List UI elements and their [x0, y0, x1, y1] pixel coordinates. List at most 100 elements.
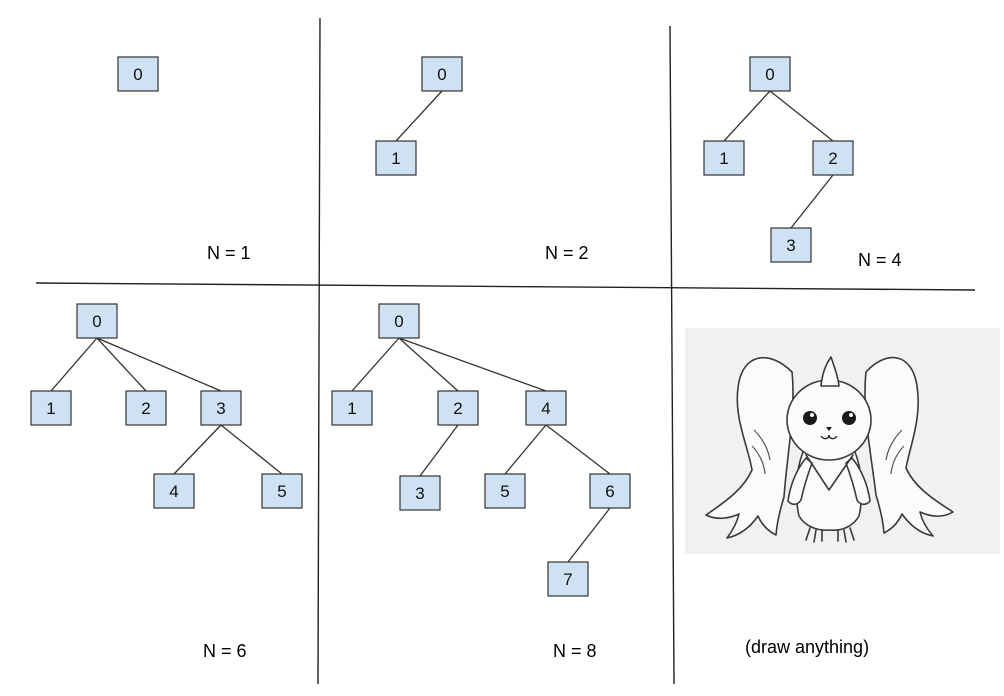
tree-panel-n2: 01 — [375, 56, 463, 176]
divider-vertical-right — [669, 25, 675, 685]
head — [786, 379, 872, 461]
tree-node-box — [153, 473, 195, 509]
tree-node: 2 — [437, 390, 479, 426]
tree-node: 2 — [125, 390, 167, 426]
tree-node-box — [770, 227, 812, 263]
right-foot — [837, 527, 855, 543]
tree-edge-4-6 — [545, 424, 611, 475]
panel-dividers — [35, 17, 976, 685]
tree-node: 1 — [703, 140, 745, 176]
tree-node-label: 6 — [605, 482, 614, 501]
tree-node-box — [589, 473, 631, 509]
tree-edge-3-4 — [173, 424, 222, 475]
caption-draw-anything: (draw anything) — [745, 637, 869, 657]
tree-node: 4 — [153, 473, 195, 509]
left-eye — [803, 411, 817, 425]
tree-node: 0 — [378, 303, 420, 339]
tree-node-box — [812, 140, 854, 176]
tree-node-box — [484, 473, 526, 509]
tree-node: 5 — [261, 473, 303, 509]
tree-edge-4-5 — [504, 424, 547, 475]
tree-node-label: 1 — [719, 149, 728, 168]
tree-node-box — [375, 140, 417, 176]
collar — [805, 454, 854, 491]
tree-panel-n8: 0 1 2 3 4 5 6 7 — [331, 303, 631, 597]
right-arm — [845, 457, 871, 506]
tree-edge-3-5 — [220, 424, 283, 475]
tree-edge-2-3 — [790, 174, 834, 229]
caption-n2: N = 2 — [545, 243, 589, 263]
left-foot — [805, 527, 823, 543]
tree-node-label: 2 — [828, 149, 837, 168]
nose — [826, 427, 832, 431]
tree-node: 2 — [812, 140, 854, 176]
tree-node: 1 — [30, 390, 72, 426]
tree-node-label: 0 — [437, 65, 446, 84]
tree-node: 1 — [331, 390, 373, 426]
tree-node: 5 — [484, 473, 526, 509]
tree-node-label: 0 — [133, 65, 142, 84]
tree-edge-0-2 — [96, 337, 147, 392]
tree-edge-2-3 — [419, 424, 459, 477]
tree-node-label: 0 — [765, 65, 774, 84]
tree-node-label: 4 — [541, 399, 550, 418]
tree-node: 1 — [375, 140, 417, 176]
tree-node-label: 1 — [391, 149, 400, 168]
mouth — [820, 434, 838, 440]
tree-panel-n1: 0 — [117, 56, 159, 92]
tree-node-box — [76, 303, 118, 339]
tree-node-box — [547, 561, 589, 597]
tree-edge-0-4 — [398, 337, 547, 392]
tree-edge-0-1 — [395, 90, 443, 142]
tree-node-label: 3 — [786, 236, 795, 255]
tree-node-label: 0 — [92, 312, 101, 331]
tree-edge-0-1 — [723, 90, 771, 142]
caption-n6: N = 6 — [203, 641, 247, 661]
tree-node-label: 2 — [453, 399, 462, 418]
divider-vertical-left — [317, 17, 321, 685]
tree-node-box — [749, 56, 791, 92]
tree-node-label: 5 — [500, 482, 509, 501]
caption-n1: N = 1 — [207, 243, 251, 263]
tree-node-box — [261, 473, 303, 509]
tree-node-box — [30, 390, 72, 426]
tree-node-box — [117, 56, 159, 92]
tree-node-box — [525, 390, 567, 426]
tree-node-label: 1 — [347, 399, 356, 418]
tree-node-box — [399, 475, 441, 511]
sketch-creature-drawing — [685, 328, 1000, 554]
tree-node: 6 — [589, 473, 631, 509]
tree-edge-0-3 — [96, 337, 222, 392]
tree-node-box — [421, 56, 463, 92]
tree-edge-6-7 — [567, 507, 611, 563]
tree-node-box — [200, 390, 242, 426]
tree-node-label: 5 — [277, 482, 286, 501]
tree-node: 7 — [547, 561, 589, 597]
tree-edge-0-1 — [50, 337, 98, 392]
caption-n8: N = 8 — [553, 641, 597, 661]
tree-node-label: 0 — [394, 312, 403, 331]
tree-panel-n6: 0 1 2 3 4 5 — [30, 303, 303, 509]
tree-node-box — [378, 303, 420, 339]
tree-node: 3 — [200, 390, 242, 426]
tree-edge-0-2 — [398, 337, 459, 392]
divider-horizontal — [35, 282, 976, 291]
tree-node-label: 2 — [141, 399, 150, 418]
tree-node-label: 4 — [169, 482, 178, 501]
tree-node: 0 — [117, 56, 159, 92]
tree-node: 0 — [421, 56, 463, 92]
tree-node-label: 7 — [563, 570, 572, 589]
tree-node: 3 — [770, 227, 812, 263]
tree-node-box — [703, 140, 745, 176]
left-ear — [705, 356, 794, 539]
tree-node-label: 1 — [46, 399, 55, 418]
tree-node-box — [125, 390, 167, 426]
right-eye — [842, 411, 856, 425]
tree-node: 0 — [749, 56, 791, 92]
tree-node: 4 — [525, 390, 567, 426]
tree-node: 0 — [76, 303, 118, 339]
tree-node-label: 3 — [415, 484, 424, 503]
right-ear — [864, 356, 954, 537]
